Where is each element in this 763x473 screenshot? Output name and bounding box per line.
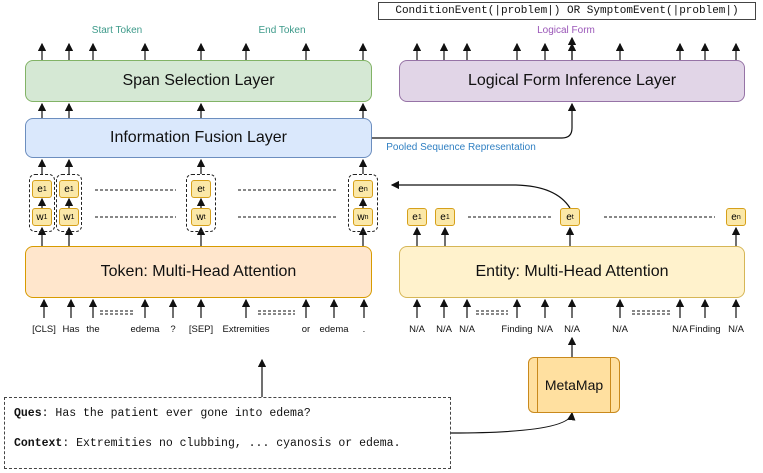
entity-label: N/A [409,324,425,335]
token-label: Has [62,324,80,335]
span-selection-layer: Span Selection Layer [25,60,372,102]
token-label: [SEP] [188,324,214,335]
input-text-box: Ques: Has the patient ever gone into ede… [4,397,451,469]
token-label: edema [130,324,160,335]
entity-multi-head-attention: Entity: Multi-Head Attention [399,246,745,298]
information-fusion-layer-label: Information Fusion Layer [110,129,287,146]
end-token-label: End Token [258,25,306,36]
metamap-inner-right [610,358,611,412]
entity-label: N/A [436,324,452,335]
entity-to-token-arrow [390,180,571,209]
token-label: Extremities [222,324,270,335]
entity-label: N/A [537,324,553,335]
pooled-to-lfi-arrow [372,102,577,139]
logical-form-label: Logical Form [537,25,595,36]
entity-label: N/A [728,324,744,335]
context-line: Context: Extremities no clubbing, ... cy… [14,437,401,450]
entity-label: N/A [672,324,688,335]
token-group-t [186,174,216,232]
question-line: Ques: Has the patient ever gone into ede… [14,407,311,420]
start-token-label: Start Token [91,25,143,36]
token-group-n [348,174,378,232]
metamap-label: MetaMap [544,377,604,393]
token-label: or [301,324,311,335]
metamap-inner-left [537,358,538,412]
logical-form-formula: ConditionEvent(|problem|) OR SymptomEven… [395,5,739,17]
token-label: the [86,324,100,335]
token-multi-head-attention-label: Token: Multi-Head Attention [100,263,297,280]
information-fusion-layer: Information Fusion Layer [25,118,372,158]
entity-multi-head-attention-label: Entity: Multi-Head Attention [475,263,669,280]
token-multi-head-attention: Token: Multi-Head Attention [25,246,372,298]
logical-form-inference-layer-label: Logical Form Inference Layer [467,72,677,89]
metamap-box: MetaMap [528,357,620,413]
entity-label: N/A [612,324,628,335]
span-selection-layer-label: Span Selection Layer [122,72,275,89]
token-label: . [362,324,366,335]
context-label: Context [14,437,63,450]
pooled-sequence-label: Pooled Sequence Representation [386,142,536,153]
token-label: edema [319,324,349,335]
input-to-metamap-arrow [450,411,576,434]
entity-label: Finding [689,324,721,335]
token-label: [CLS] [32,324,56,335]
entity-label: N/A [459,324,475,335]
context-text: Extremities no clubbing, ... cyanosis or… [76,437,401,450]
question-label: Ques [14,407,42,420]
logical-form-formula-box: ConditionEvent(|problem|) OR SymptomEven… [378,2,756,20]
logical-form-inference-layer: Logical Form Inference Layer [399,60,745,102]
token-group-1 [29,174,55,232]
question-text: Has the patient ever gone into edema? [55,407,311,420]
token-label: ? [170,324,176,335]
entity-label: N/A [564,324,580,335]
entity-label: Finding [501,324,533,335]
token-group-2 [56,174,82,232]
